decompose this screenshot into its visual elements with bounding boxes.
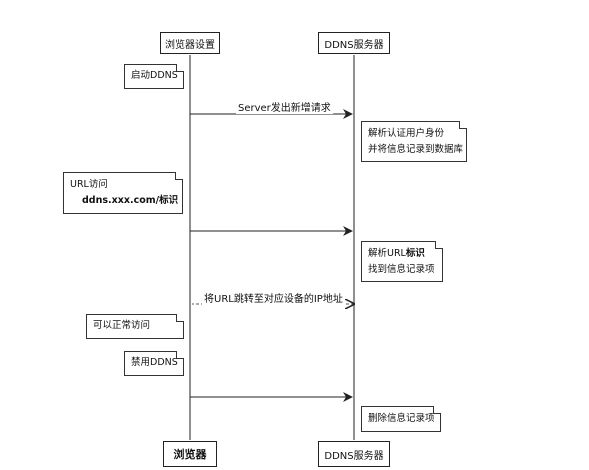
note-disable-ddns-text: 禁用DDNS [131, 357, 178, 368]
note-normal-access: 可以正常访问 [86, 314, 184, 339]
note-delete-record-text: 删除信息记录项 [368, 413, 435, 424]
note-url-access-line2: ddns.xxx.com/标识 [82, 195, 179, 206]
note-disable-ddns: 禁用DDNS [124, 351, 184, 376]
note-parse-url-prefix: 解析URL [368, 248, 406, 259]
note-parse-auth: 解析认证用户身份 并将信息记录到数据库 [361, 121, 467, 162]
participant-ddns-bottom: DDNS服务器 [318, 441, 390, 467]
note-parse-url-bold: 标识 [405, 248, 425, 259]
note-delete-record: 删除信息记录项 [361, 406, 441, 432]
note-parse-url: 解析URL标识 找到信息记录项 [361, 241, 443, 282]
note-normal-access-text: 可以正常访问 [93, 320, 151, 331]
label-server-request: Server发出新增请求 [236, 99, 333, 114]
note-parse-auth-line2: 并将信息记录到数据库 [368, 144, 464, 155]
note-parse-auth-line1: 解析认证用户身份 [368, 128, 445, 139]
note-url-access: URL访问 ddns.xxx.com/标识 [63, 172, 183, 214]
note-parse-url-line2: 找到信息记录项 [368, 264, 435, 275]
participant-ddns-top: DDNS服务器 [318, 32, 390, 54]
note-parse-url-line1: 解析URL标识 [368, 246, 436, 262]
note-url-access-line1: URL访问 [70, 179, 108, 190]
participant-browser-bottom: 浏览器 [163, 441, 217, 467]
participant-browser-top: 浏览器设置 [160, 32, 220, 54]
label-redirect: 将URL跳转至对应设备的IP地址 [202, 290, 345, 305]
note-start-ddns-text: 启动DDNS [131, 70, 178, 81]
note-start-ddns: 启动DDNS [124, 64, 184, 89]
